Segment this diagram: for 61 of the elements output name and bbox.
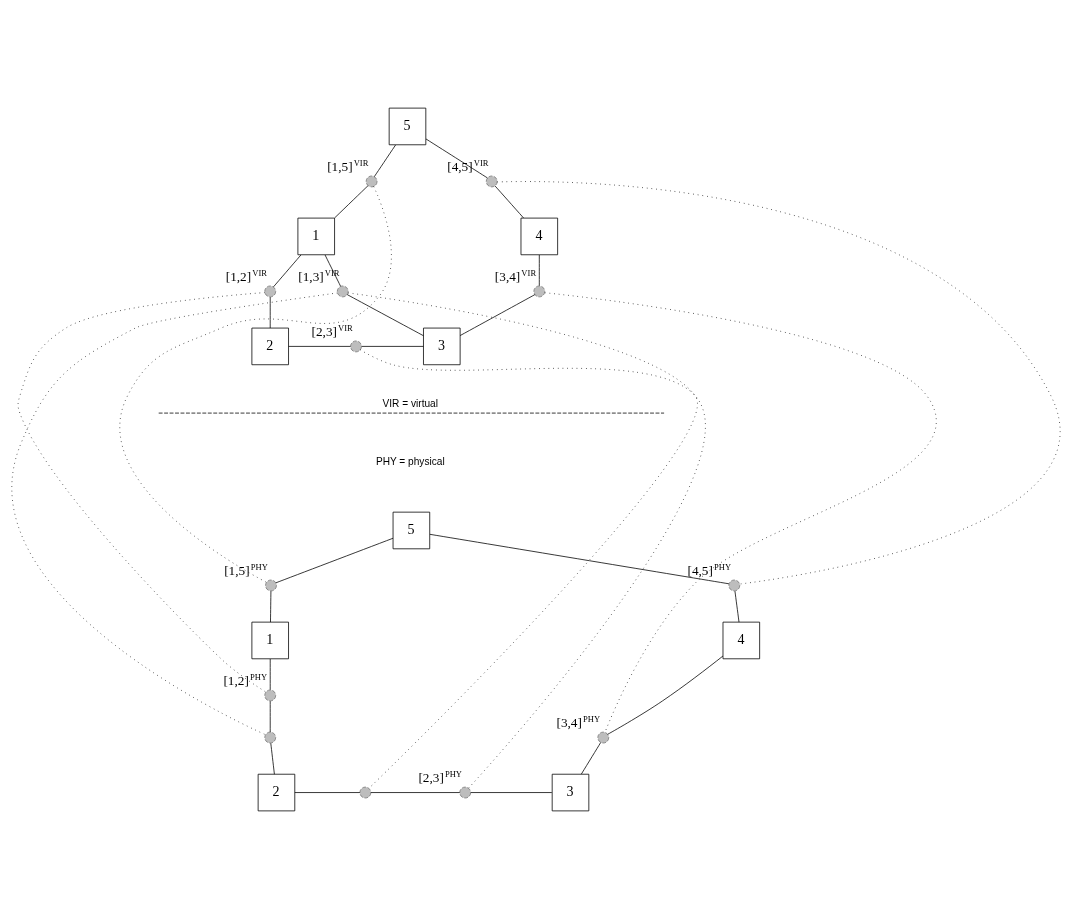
connector xyxy=(361,346,424,347)
node-box: 1 xyxy=(297,217,335,256)
connector xyxy=(294,792,361,793)
connector xyxy=(734,590,740,623)
node-label: [1,3]$^{VIR}$ xyxy=(298,267,340,284)
node-box: 2 xyxy=(251,327,289,366)
node-circle xyxy=(359,786,372,799)
node-label: [1,2]$^{PHY}$ xyxy=(223,671,268,688)
node-circle xyxy=(264,731,277,744)
node-box: 4 xyxy=(722,621,761,660)
connector xyxy=(324,254,341,287)
connector xyxy=(470,792,553,793)
connector xyxy=(273,254,302,288)
node-circle xyxy=(365,175,378,188)
node-label: [1,5]$^{VIR}$ xyxy=(327,157,369,174)
node-circle xyxy=(265,579,277,592)
node-circle xyxy=(459,786,472,799)
connector xyxy=(269,296,271,329)
node-circle xyxy=(264,285,277,298)
connector xyxy=(347,292,697,789)
node-label: [2,3]$^{PHY}$ xyxy=(418,769,463,786)
node-label: [3,4]$^{VIR}$ xyxy=(494,267,537,284)
connector xyxy=(544,292,937,733)
connector xyxy=(288,346,351,347)
connector xyxy=(425,138,488,179)
connector xyxy=(373,144,396,178)
connector xyxy=(270,590,272,623)
connector xyxy=(275,537,394,584)
connector xyxy=(580,742,602,775)
node-box: 5 xyxy=(388,107,427,146)
label: PHY = physical xyxy=(375,456,445,468)
node-circle xyxy=(336,285,349,298)
connector xyxy=(120,186,392,583)
node-circle xyxy=(350,340,362,353)
node-circle xyxy=(264,689,277,702)
node-circle xyxy=(728,579,741,592)
node-box: 5 xyxy=(392,511,431,550)
node-box: 4 xyxy=(520,217,559,256)
node-box: 1 xyxy=(251,621,289,660)
connector xyxy=(370,792,461,793)
node-label: [2,3]$^{VIR}$ xyxy=(311,322,353,339)
connector xyxy=(607,655,724,735)
connector xyxy=(459,294,536,336)
connector xyxy=(270,742,275,775)
node-box: 3 xyxy=(423,327,461,366)
node-circle xyxy=(597,731,610,744)
node-circle xyxy=(533,285,546,298)
label: VIR = virtual xyxy=(382,398,438,410)
connector xyxy=(334,185,369,219)
node-label: [4,5]$^{VIR}$ xyxy=(447,157,489,174)
node-circle xyxy=(485,175,498,188)
connector xyxy=(538,254,540,287)
node-box: 3 xyxy=(551,773,590,812)
connector xyxy=(429,533,730,585)
connector xyxy=(494,185,524,219)
node-label: [3,4]$^{PHY}$ xyxy=(556,714,601,731)
node-label: [4,5]$^{PHY}$ xyxy=(687,562,732,579)
node-label: [1,2]$^{VIR}$ xyxy=(225,267,268,284)
node-label: [1,5]$^{PHY}$ xyxy=(224,562,268,579)
node-box: 2 xyxy=(257,773,296,812)
connector xyxy=(346,294,424,337)
